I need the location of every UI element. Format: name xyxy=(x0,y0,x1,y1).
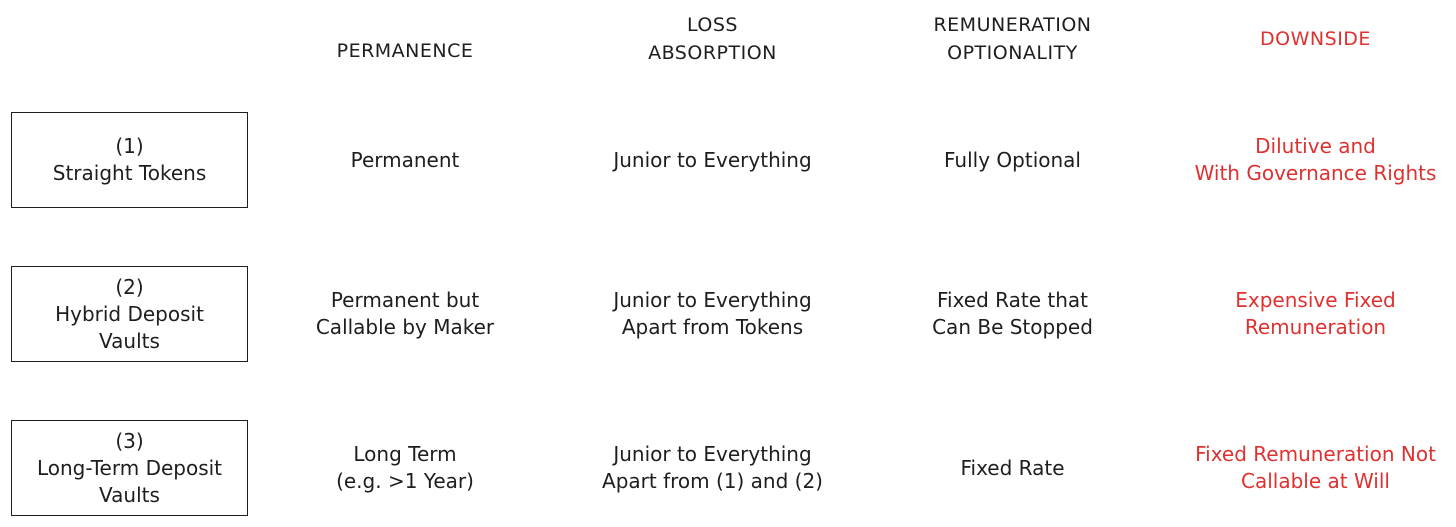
row-3-downside: Fixed Remuneration Not Callable at Will xyxy=(1195,442,1436,493)
header-loss-absorption: LOSS ABSORPTION xyxy=(648,14,777,64)
header-permanence: PERMANENCE xyxy=(336,40,474,62)
row-1-remuneration-optionality: Fully Optional xyxy=(944,147,1081,172)
row-3-permanence: Long Term (e.g. >1 Year) xyxy=(336,442,474,493)
header-downside: DOWNSIDE xyxy=(1260,28,1371,50)
row-3-remuneration-optionality: Fixed Rate xyxy=(960,455,1065,480)
row-label-box-2: (2) Hybrid Deposit Vaults xyxy=(11,266,248,362)
row-2-permanence: Permanent but Callable by Maker xyxy=(315,288,495,339)
row-3-loss-absorption: Junior to Everything Apart from (1) and … xyxy=(602,442,823,493)
row-1-loss-absorption: Junior to Everything xyxy=(613,147,812,172)
row-2-downside: Expensive Fixed Remuneration xyxy=(1235,288,1396,339)
row-label-box-1: (1) Straight Tokens xyxy=(11,112,248,208)
row-2-remuneration-optionality: Fixed Rate that Can Be Stopped xyxy=(932,288,1093,339)
header-remuneration-optionality: REMUNERATION OPTIONALITY xyxy=(933,14,1092,64)
row-2-loss-absorption: Junior to Everything Apart from Tokens xyxy=(613,288,812,339)
row-1-downside: Dilutive and With Governance Rights xyxy=(1194,134,1437,185)
row-1-permanence: Permanent xyxy=(350,147,460,172)
row-label-box-3: (3) Long-Term Deposit Vaults xyxy=(11,420,248,516)
